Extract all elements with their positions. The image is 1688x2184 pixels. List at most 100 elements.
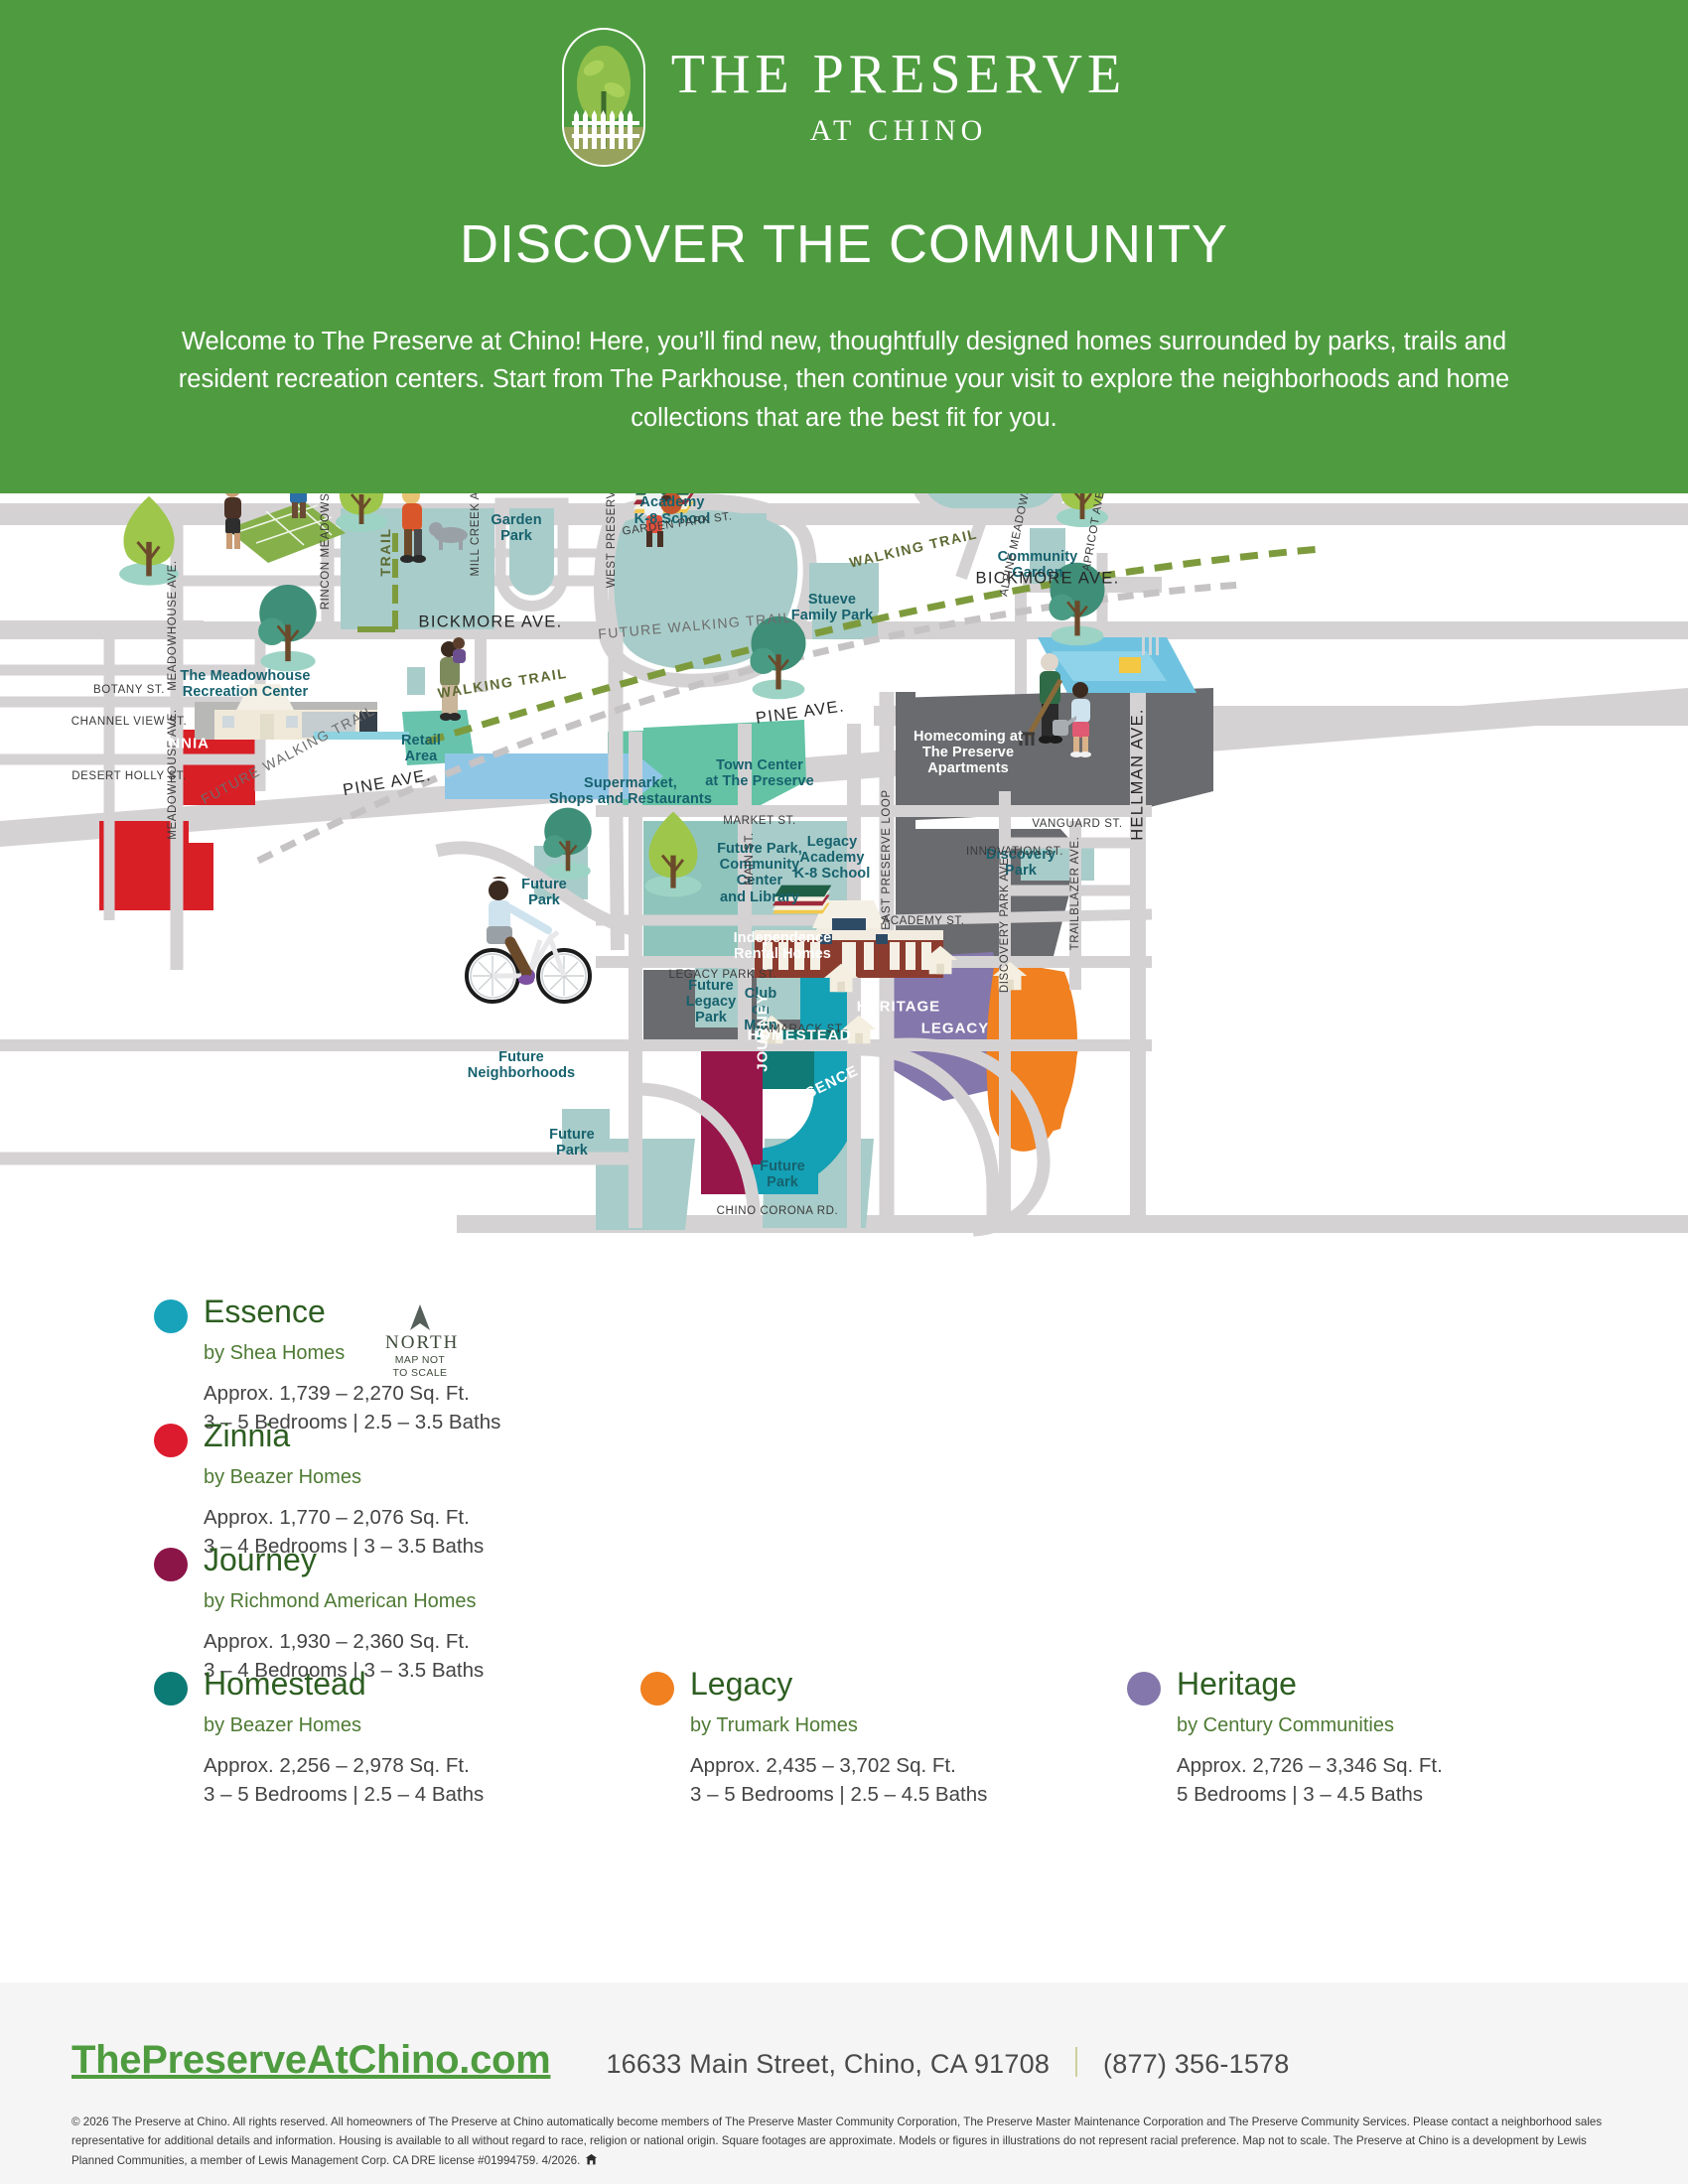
map-label-future[interactable]: Future Park	[760, 1159, 805, 1191]
map-label-future[interactable]: Future Neighborhoods	[467, 1049, 576, 1082]
street-label-trailblazer-ave: TRAILBLAZER AVE.	[1069, 836, 1081, 951]
map-label-future[interactable]: Future Legacy Park	[685, 978, 737, 1026]
legend-color-swatch-homestead	[154, 1672, 188, 1706]
legend-color-swatch-essence	[154, 1299, 188, 1333]
street-label-legacy-park-st: LEGACY PARK ST.	[668, 969, 777, 981]
street-label-west-preserve-loop: WEST PRESERVE LOOP	[606, 493, 618, 589]
legend-name: Homestead	[204, 1666, 366, 1702]
street-label-rincon-meadows-ave: RINCON MEADOWS AVE.	[320, 493, 332, 611]
map-label-homecoming-at[interactable]: Homecoming at The Preserve Apartments	[913, 729, 1024, 777]
map-label-club[interactable]: Club on Main	[744, 986, 777, 1034]
street-label-hellman-ave: HELLMAN AVE.	[1128, 708, 1147, 841]
legend-builder: by Century Communities	[1177, 1714, 1394, 1736]
intro-paragraph: Welcome to The Preserve at Chino! Here, …	[178, 328, 1510, 432]
legend-name: Zinnia	[204, 1418, 291, 1453]
page-footer: ThePreserveAtChino.com 16633 Main Street…	[0, 1982, 1688, 2184]
legend-builder: by Beazer Homes	[204, 1714, 361, 1736]
map-graphic	[0, 493, 1688, 1746]
map-scale-note: MAP NOT TO SCALE	[392, 1354, 448, 1379]
map-label-supermarket[interactable]: Supermarket, Shops and Restaurants	[548, 775, 713, 808]
legend-color-swatch-heritage	[1127, 1672, 1161, 1706]
neighborhood-label-legacy[interactable]: LEGACY	[920, 1020, 990, 1037]
north-arrow: NORTH MAP NOT TO SCALE	[385, 1304, 457, 1379]
map-label-future[interactable]: Future Park	[521, 877, 567, 909]
legend-item-legacy[interactable]: Legacy by Trumark Homes Approx. 2,435 – …	[640, 1668, 987, 1809]
legend-item-essence[interactable]: Essence by Shea Homes Approx. 1,739 – 2,…	[154, 1296, 500, 1436]
map-label-future[interactable]: Future Park	[549, 1127, 595, 1160]
page-title: DISCOVER THE COMMUNITY	[459, 214, 1229, 274]
brand-name: THE PRESERVE	[670, 44, 1127, 105]
legend-beds: 3 – 4 Bedrooms | 3 – 3.5 Baths	[204, 1659, 485, 1683]
home-collections-legend: Essence by Shea Homes Approx. 1,739 – 2,…	[0, 1246, 1688, 1985]
legend-item-heritage[interactable]: Heritage by Century Communities Approx. …	[1127, 1668, 1443, 1809]
brand-subname: AT CHINO	[809, 114, 988, 147]
footer-phone[interactable]: (877) 356-1578	[1103, 2049, 1290, 2079]
neighborhood-label-zinnia[interactable]: ZINNIA	[154, 735, 210, 752]
legend-builder: by Shea Homes	[204, 1342, 346, 1364]
map-label-cal-aero[interactable]: Cal Aero Preserve Academy K-8 School	[633, 493, 711, 527]
legend-sqft: Approx. 1,739 – 2,270 Sq. Ft.	[204, 1382, 470, 1405]
street-label-mill-creek-ave: MILL CREEK AVE.	[470, 493, 482, 577]
legend-item-zinnia[interactable]: Zinnia by Beazer Homes Approx. 1,770 – 2…	[154, 1420, 484, 1561]
street-label-meadowhouse-ave: MEADOWHOUSE AVE.	[167, 560, 179, 691]
street-label-east-preserve-loop: EAST PRESERVE LOOP	[881, 789, 893, 930]
map-label-town-center[interactable]: Town Center at The Preserve	[705, 757, 814, 790]
neighborhood-label-heritage[interactable]: HERITAGE	[856, 998, 941, 1016]
neighborhood-label-homestead[interactable]: HOMESTEAD	[747, 1026, 852, 1044]
legend-sqft: Approx. 2,726 – 3,346 Sq. Ft.	[1177, 1754, 1443, 1777]
map-label-independence[interactable]: Independence Rental Homes	[733, 930, 832, 963]
legend-builder: by Richmond American Homes	[204, 1590, 477, 1612]
legend-color-swatch-zinnia	[154, 1424, 188, 1457]
footer-address: 16633 Main Street, Chino, CA 91708	[606, 2049, 1051, 2079]
footer-contact-row: ThePreserveAtChino.com 16633 Main Street…	[71, 2038, 1289, 2083]
page-header: THE PRESERVE AT CHINO DISCOVER THE COMMU…	[0, 0, 1688, 493]
footer-legal-copy: © 2026 The Preserve at Chino. All rights…	[71, 2116, 1603, 2167]
street-label-vanguard-st: VANGUARD ST.	[1032, 818, 1123, 830]
brand-lockup: THE PRESERVE AT CHINO	[0, 28, 1688, 167]
community-map[interactable]: Nature Retreat ParkNature RetreatGarden …	[0, 493, 1688, 1746]
legend-name: Legacy	[690, 1666, 793, 1702]
street-label-bickmore-ave: BICKMORE AVE.	[975, 569, 1120, 588]
map-label-retail[interactable]: Retail Area	[400, 733, 442, 765]
brand-text: THE PRESERVE AT CHINO	[671, 47, 1126, 148]
street-label-discovery-park-ave: DISCOVERY PARK AVE.	[999, 853, 1011, 994]
map-label-community[interactable]: Community Garden	[997, 549, 1078, 582]
footer-divider	[1075, 2047, 1078, 2077]
map-label-discovery[interactable]: Discovery Park	[985, 847, 1056, 880]
street-label-chino-corona-rd: CHINO CORONA RD.	[716, 1205, 839, 1217]
street-label-botany-st: BOTANY ST.	[92, 684, 166, 696]
street-label-innovation-st: INNOVATION ST.	[965, 846, 1064, 858]
map-label-garden[interactable]: Garden Park	[491, 512, 542, 545]
trail-label-trail: TRAIL	[377, 527, 393, 577]
street-label-desert-holly-st: DESERT HOLLY ST.	[71, 770, 187, 782]
street-label-market-st: MARKET ST.	[723, 815, 796, 827]
legend-name: Journey	[204, 1542, 317, 1577]
legend-name: Heritage	[1177, 1666, 1297, 1702]
legend-sqft: Approx. 2,256 – 2,978 Sq. Ft.	[204, 1754, 470, 1777]
equal-housing-opportunity-icon	[586, 2153, 598, 2164]
map-label-the-meadowhouse[interactable]: The Meadowhouse Recreation Center	[180, 668, 311, 701]
map-label-future-park[interactable]: Future Park, Community Center and Librar…	[717, 841, 802, 905]
street-label-tamarack-st: TAMARACK ST.	[755, 1024, 846, 1035]
legend-beds: 3 – 5 Bedrooms | 2.5 – 4.5 Baths	[690, 1783, 988, 1807]
legend-builder: by Trumark Homes	[690, 1714, 858, 1736]
street-label-academy-st: ACADEMY ST.	[882, 915, 965, 927]
legend-color-swatch-journey	[154, 1548, 188, 1581]
legend-sqft: Approx. 2,435 – 3,702 Sq. Ft.	[690, 1754, 956, 1777]
legend-beds: 5 Bedrooms | 3 – 4.5 Baths	[1177, 1783, 1424, 1807]
legend-name: Essence	[204, 1294, 326, 1329]
legend-item-homestead[interactable]: Homestead by Beazer Homes Approx. 2,256 …	[154, 1668, 484, 1809]
map-label-legacy[interactable]: Legacy Academy K-8 School	[793, 834, 871, 883]
legend-sqft: Approx. 1,930 – 2,360 Sq. Ft.	[204, 1630, 470, 1653]
legend-beds: 3 – 5 Bedrooms | 2.5 – 3.5 Baths	[204, 1411, 501, 1434]
map-label-stueve[interactable]: Stueve Family Park	[790, 592, 874, 624]
legend-builder: by Beazer Homes	[204, 1466, 361, 1488]
street-label-channel-view-st: CHANNEL VIEW ST.	[70, 716, 188, 728]
legend-item-journey[interactable]: Journey by Richmond American Homes Appro…	[154, 1544, 484, 1685]
legend-beds: 3 – 4 Bedrooms | 3 – 3.5 Baths	[204, 1535, 485, 1559]
tree-fence-logo-icon	[561, 28, 645, 167]
street-label-main-st: MAIN ST.	[744, 832, 756, 886]
legend-color-swatch-legacy	[640, 1672, 674, 1706]
website-link[interactable]: ThePreserveAtChino.com	[71, 2038, 551, 2082]
